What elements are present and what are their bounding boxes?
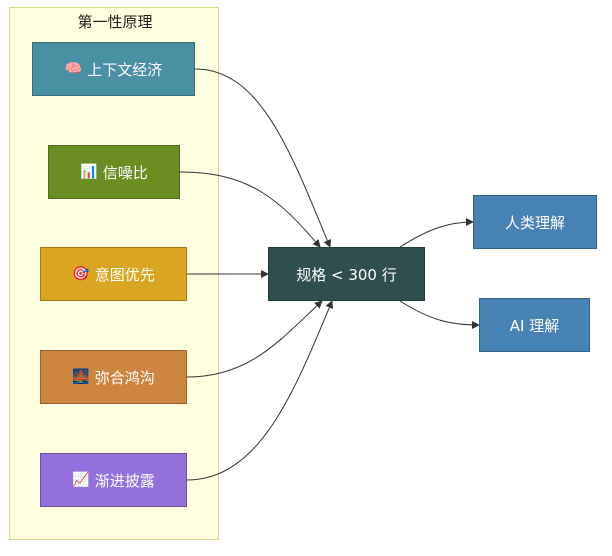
brain-icon: 🧠 xyxy=(64,61,83,77)
node-label: 弥合鸿沟 xyxy=(94,368,155,387)
node-label: 意图优先 xyxy=(94,265,155,284)
node-label: AI 理解 xyxy=(509,316,560,335)
node-ai-understanding[interactable]: AI 理解 xyxy=(479,298,590,352)
target-icon: 🎯 xyxy=(72,266,90,282)
node-progressive-disclosure[interactable]: 📈 渐进披露 xyxy=(40,453,187,507)
node-context-economy[interactable]: 🧠 上下文经济 xyxy=(32,42,195,96)
edge-spec-to-ai xyxy=(399,300,480,329)
node-bridge-the-gap[interactable]: 🌉 弥合鸿沟 xyxy=(40,350,187,404)
node-label: 渐进披露 xyxy=(94,471,155,490)
node-label: 信噪比 xyxy=(102,163,148,182)
node-intent-first[interactable]: 🎯 意图优先 xyxy=(40,247,187,301)
node-label: 上下文经济 xyxy=(87,60,163,79)
bridge-icon: 🌉 xyxy=(72,369,90,385)
node-label: 规格 < 300 行 xyxy=(296,265,397,284)
edge-spec-to-human xyxy=(399,218,474,248)
node-signal-noise-ratio[interactable]: 📊 信噪比 xyxy=(48,145,180,199)
edge-snr-to-spec xyxy=(179,171,321,248)
group-title: 第一性原理 xyxy=(77,13,153,31)
node-spec-under-300-lines[interactable]: 规格 < 300 行 xyxy=(268,247,425,301)
chart-increasing-icon: 📈 xyxy=(72,472,90,488)
node-human-understanding[interactable]: 人类理解 xyxy=(473,195,597,249)
bar-chart-icon: 📊 xyxy=(80,164,98,180)
edge-context-economy-to-spec xyxy=(194,68,332,248)
edge-bridge-gap-to-spec xyxy=(186,300,323,378)
edge-progressive-disclosure-to-spec xyxy=(186,300,334,481)
node-label: 人类理解 xyxy=(504,213,565,232)
